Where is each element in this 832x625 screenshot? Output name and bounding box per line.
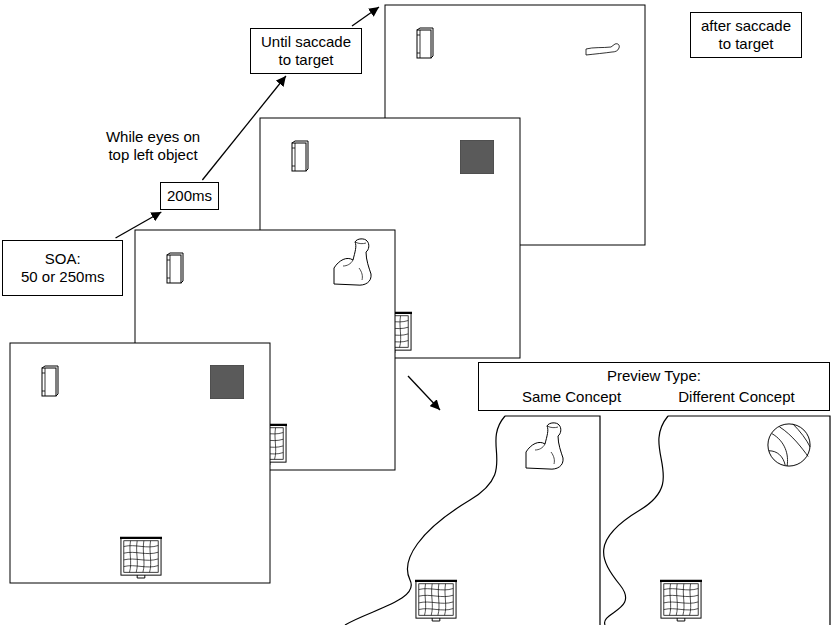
grey-square (210, 365, 244, 399)
timing-box: 200ms (160, 182, 219, 210)
box-text: 50 or 250ms (21, 268, 104, 286)
preview-arrow (408, 376, 440, 410)
screen-frame (10, 343, 270, 583)
book-picture (417, 28, 433, 58)
box-text: SOA: (21, 250, 104, 268)
box-text: Until saccade to target (257, 33, 355, 69)
preview-panel (600, 416, 832, 625)
ball-picture (768, 424, 810, 466)
sequence-arrow (116, 212, 162, 238)
box-text: after saccade to target (697, 17, 795, 53)
box-text: Same Concept (489, 388, 654, 406)
panel-ground (340, 416, 602, 625)
sequence-arrow (202, 76, 286, 180)
panel-ground (600, 416, 832, 625)
book-picture (167, 253, 183, 283)
grey-square (460, 140, 494, 174)
map-picture (415, 581, 457, 621)
timing-box: SOA:50 or 250ms (2, 240, 123, 296)
book-picture (42, 366, 58, 396)
map-picture (660, 581, 702, 621)
book-picture (292, 141, 308, 171)
torn-edge (345, 416, 600, 625)
box-text: Different Concept (654, 388, 819, 406)
box-text: Preview Type: (489, 367, 819, 385)
arm-picture (334, 239, 371, 285)
instruction-note: While eyes on top left object (100, 128, 206, 164)
preview-panel (340, 416, 602, 625)
screen-border (10, 343, 270, 583)
box-text: 200ms (167, 187, 212, 205)
arm-picture (526, 423, 563, 469)
sequence-arrow (352, 7, 379, 26)
torn-edge (604, 416, 830, 625)
arm-picture (586, 44, 619, 55)
condition-box: Preview Type: Same ConceptDifferent Conce… (478, 362, 830, 411)
phase-box: after saccade to target (690, 12, 802, 58)
phase-box: Until saccade to target (250, 28, 362, 74)
map-picture (120, 538, 162, 578)
